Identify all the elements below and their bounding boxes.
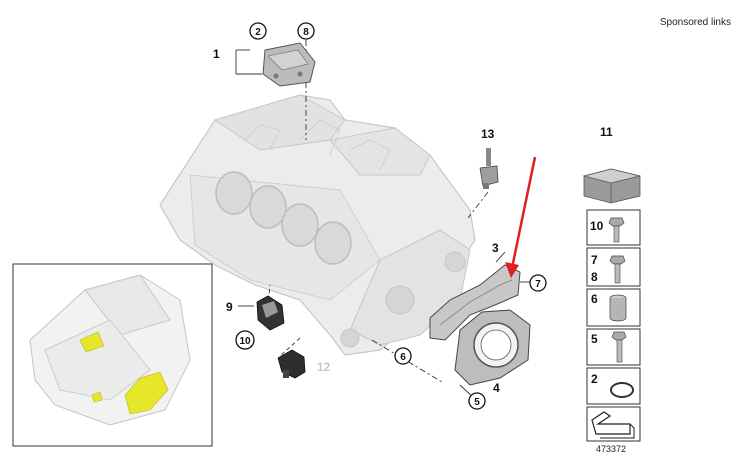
callout-12[interactable]: 12: [317, 360, 331, 374]
callout-9[interactable]: 9: [226, 300, 233, 314]
svg-text:6: 6: [591, 292, 598, 306]
sleeve-6-icon[interactable]: [609, 294, 627, 322]
callout-1[interactable]: 1: [213, 47, 220, 61]
svg-text:8: 8: [303, 27, 309, 38]
callout-4[interactable]: 4: [493, 381, 500, 395]
svg-text:10: 10: [239, 336, 251, 347]
svg-text:7: 7: [591, 253, 598, 267]
svg-text:2: 2: [591, 372, 598, 386]
parts-list: 11 10 7 8 6 5 2: [582, 125, 641, 454]
svg-text:9: 9: [226, 300, 233, 314]
svg-text:10: 10: [590, 219, 604, 233]
svg-text:5: 5: [591, 332, 598, 346]
o-ring-2-icon[interactable]: [610, 382, 634, 398]
svg-text:7: 7: [535, 279, 541, 290]
bolt-10-icon[interactable]: [608, 217, 625, 243]
svg-text:12: 12: [317, 360, 331, 374]
svg-text:2: 2: [255, 27, 261, 38]
seal-carrier-part-4: [454, 309, 531, 386]
sponsored-links-label[interactable]: Sponsored links: [659, 17, 731, 28]
callout-7[interactable]: 7: [529, 274, 547, 292]
svg-text:6: 6: [400, 352, 406, 363]
callout-6[interactable]: 6: [394, 347, 412, 365]
sensor-part-13: [479, 148, 499, 189]
callout-8[interactable]: 8: [297, 22, 315, 40]
svg-text:3: 3: [492, 241, 499, 255]
inset-engine-view: [12, 263, 213, 447]
svg-text:4: 4: [493, 381, 500, 395]
gasket-part-3: [429, 264, 521, 341]
kit-arrow-icon[interactable]: [591, 411, 635, 439]
svg-text:13: 13: [481, 127, 495, 141]
callout-10[interactable]: 10: [235, 330, 255, 350]
cylinder-bores: [215, 171, 352, 265]
callout-2[interactable]: 2: [249, 22, 267, 40]
svg-text:11: 11: [600, 125, 613, 139]
svg-text:5: 5: [474, 397, 480, 408]
sensor-part-9: [256, 295, 285, 331]
svg-text:1: 1: [213, 47, 220, 61]
part-11-box-icon[interactable]: [582, 168, 641, 204]
callout-5[interactable]: 5: [468, 392, 486, 410]
svg-text:8: 8: [591, 270, 598, 284]
bolt-5-icon[interactable]: [611, 331, 627, 363]
callout-3[interactable]: 3: [492, 241, 499, 255]
bolt-7-8-icon[interactable]: [609, 255, 626, 284]
callout-13[interactable]: 13: [481, 127, 495, 141]
sensor-part-12: [277, 349, 306, 379]
diagram-reference-number: 473372: [596, 444, 626, 454]
cover-part-1: [262, 42, 316, 87]
red-arrow-indicator: [505, 156, 537, 278]
